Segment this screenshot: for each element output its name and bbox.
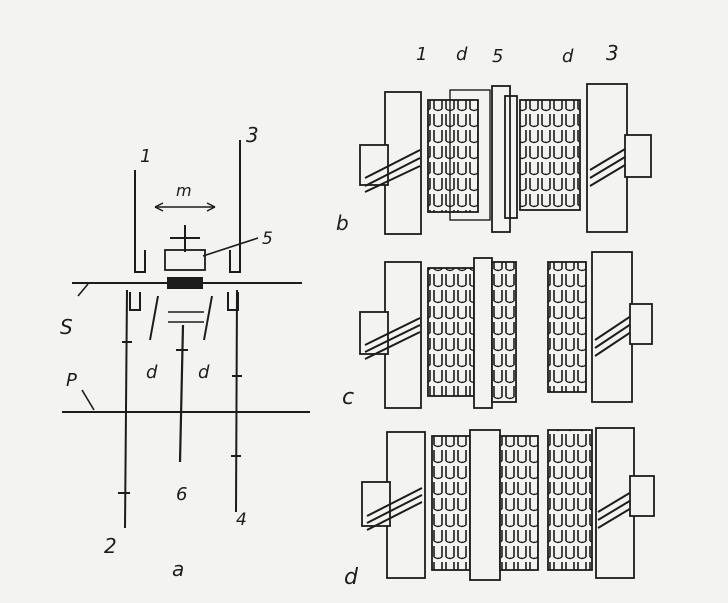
- gear3-hub: [229, 250, 241, 273]
- label-fork-6: 6: [176, 484, 187, 505]
- gear1-hub: [134, 250, 146, 273]
- collar-leader: [202, 237, 259, 257]
- gear-block-3-d: [595, 427, 635, 579]
- clutch-view-d: [361, 427, 655, 581]
- shaft-p-leader: [81, 389, 95, 411]
- view-b-label-3: 3: [606, 41, 619, 65]
- label-gear-3: 3: [246, 123, 259, 147]
- view-b-label-5: 5: [492, 46, 503, 67]
- caption-d: d: [344, 565, 359, 590]
- gear4-hub: [227, 292, 239, 311]
- gear4-line: [235, 289, 238, 513]
- collar-5: [164, 249, 206, 271]
- teeth-ring-right-d: [547, 429, 593, 571]
- caption-b: b: [336, 211, 349, 235]
- view-b-label-1: 1: [416, 44, 427, 65]
- collar-plate-c: [473, 257, 493, 409]
- collar-plate-d: [469, 429, 501, 581]
- label-gear-2: 2: [104, 534, 117, 558]
- fork-rod-6: [178, 324, 185, 463]
- view-b-label-d-left: d: [456, 44, 468, 65]
- shaft-schematic: [62, 140, 310, 529]
- label-shaft-p: P: [66, 370, 77, 391]
- label-gear-4: 4: [236, 510, 247, 530]
- label-teeth-right: d: [198, 362, 210, 383]
- clutch-view-b: [359, 83, 652, 235]
- label-dim-m: m: [176, 181, 192, 200]
- dog-teeth-right: [203, 295, 213, 341]
- gear-block-1: [384, 91, 422, 235]
- gear-block-3-c: [591, 251, 633, 403]
- gear2-line: [124, 289, 128, 529]
- caption-c: c: [342, 385, 354, 410]
- gear-block-1-d: [386, 431, 426, 579]
- gear-block-3: [586, 83, 628, 233]
- teeth-ring-left-d: [431, 435, 471, 571]
- label-collar-5: 5: [262, 229, 273, 249]
- label-gear-1: 1: [140, 146, 151, 167]
- gear2-hub: [129, 292, 141, 311]
- view-b-label-d-right: d: [562, 46, 574, 67]
- caption-a: a: [172, 557, 184, 581]
- teeth-ring-left-c: [427, 267, 475, 397]
- label-shaft-s: S: [60, 315, 73, 339]
- teeth-ring-left: [427, 99, 479, 213]
- teeth-ring-right: [519, 99, 581, 211]
- teeth-ring-right-c: [547, 261, 587, 393]
- clutch-view-c: [359, 251, 653, 409]
- label-teeth-left: d: [146, 362, 158, 383]
- collar-plate: [491, 85, 511, 233]
- dog-teeth-left: [149, 295, 159, 341]
- shaft-s-leader: [77, 283, 89, 297]
